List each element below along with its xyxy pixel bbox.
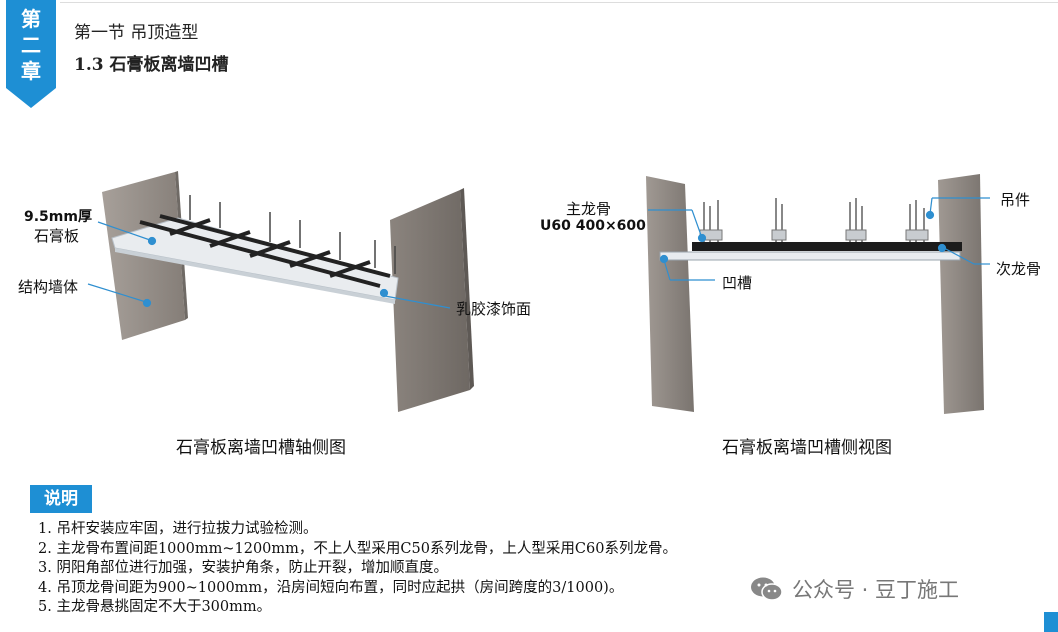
chapter-tab: 第 二 章 — [6, 0, 56, 108]
label-structural-wall: 结构墙体 — [18, 278, 79, 296]
corner-marker — [1044, 612, 1058, 632]
note-item: 3. 阴阳角部位进行加强，安装护角条，防止开裂，增加顺直度。 — [38, 560, 448, 577]
label-main-keel: 主龙骨 — [566, 200, 612, 218]
note-item: 1. 吊杆安装应牢固，进行拉拔力试验检测。 — [38, 521, 318, 537]
side-view-diagram — [560, 160, 1058, 420]
axonometric-diagram — [0, 150, 560, 430]
label-latex-paint: 乳胶漆饰面 — [456, 300, 532, 318]
note-item: 2. 主龙骨布置间距1000mm~1200mm，不上人型采用C50系列龙骨，上人… — [38, 540, 677, 557]
wechat-icon — [751, 577, 783, 601]
label-main-keel-spec: U60 400×600 — [540, 218, 646, 234]
label-sub-keel: 次龙骨 — [996, 260, 1042, 278]
chapter-char-1: 第 — [21, 7, 41, 31]
watermark-text: 公众号 · 豆丁施工 — [792, 578, 960, 602]
chapter-char-3: 章 — [21, 59, 41, 83]
watermark: 公众号 · 豆丁施工 — [750, 574, 959, 604]
note-item: 4. 吊顶龙骨间距为900~1000mm，沿房间短向布置，同时应起拱（房间跨度的… — [38, 579, 624, 596]
label-groove: 凹槽 — [722, 274, 753, 292]
header-rule — [60, 2, 1058, 3]
caption-axonometric: 石膏板离墙凹槽轴侧图 — [176, 438, 346, 458]
section-title: 第一节 吊顶造型 — [74, 23, 199, 43]
notes-title-badge: 说明 — [30, 485, 92, 513]
label-gypsum-board: 石膏板 — [34, 227, 80, 245]
label-gypsum-thickness: 9.5mm厚 — [24, 209, 92, 225]
note-item: 5. 主龙骨悬挑固定不大于300mm。 — [38, 599, 272, 616]
notes-list: 1. 吊杆安装应牢固，进行拉拔力试验检测。 2. 主龙骨布置间距1000mm~1… — [38, 520, 677, 618]
subsection-title: 1.3 石膏板离墙凹槽 — [74, 55, 229, 75]
chapter-char-2: 二 — [21, 33, 41, 57]
label-hanger: 吊件 — [1000, 191, 1031, 209]
caption-side-view: 石膏板离墙凹槽侧视图 — [722, 438, 892, 458]
